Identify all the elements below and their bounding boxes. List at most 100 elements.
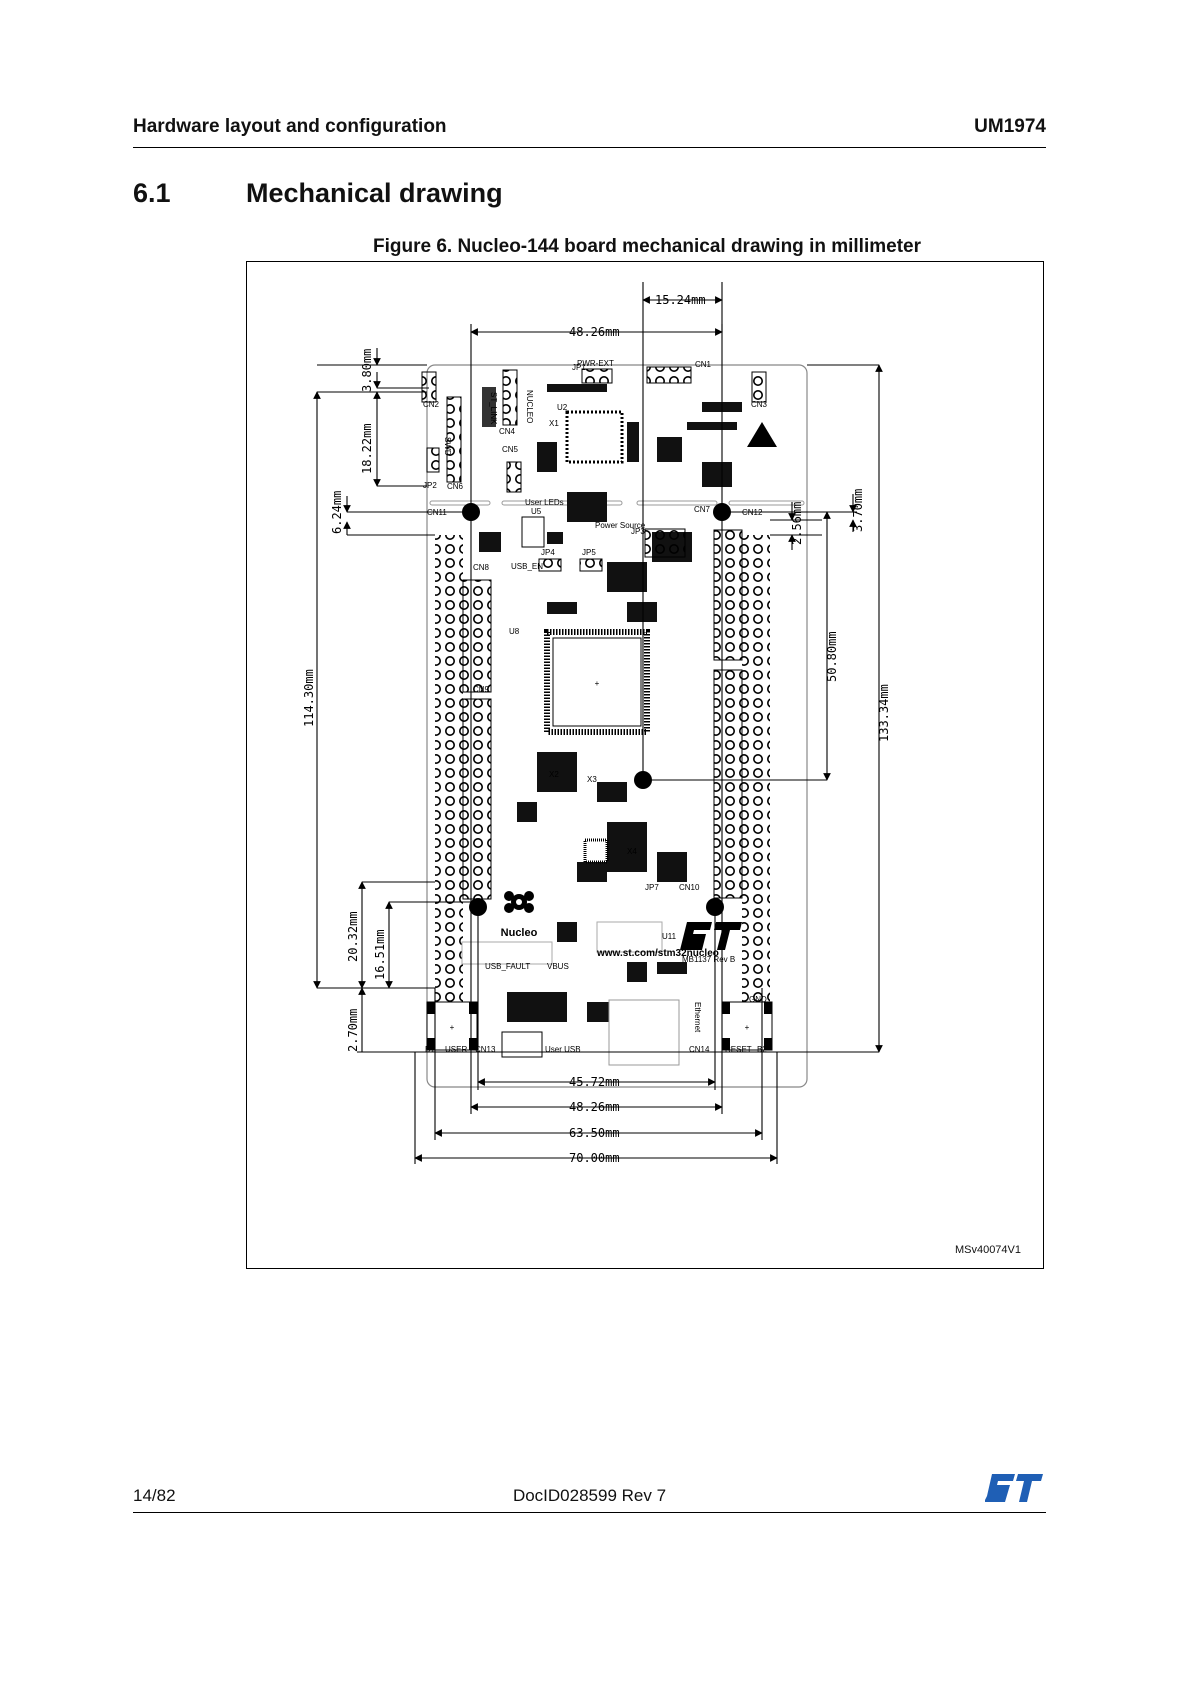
- pwr-ext-label: PWR-EXT: [577, 359, 614, 368]
- dim-70-00: 70.00mm: [569, 1151, 620, 1165]
- jp4-jumper: [538, 558, 562, 572]
- cn11-header: [435, 535, 463, 1011]
- vbus-label: VBUS: [547, 962, 569, 971]
- u2-stlink-mcu: [565, 410, 624, 464]
- footer-rule: [133, 1512, 1046, 1513]
- nucleo-logo-text: Nucleo: [501, 927, 538, 939]
- usb-fault-label: USB_FAULT: [485, 962, 530, 971]
- u8-label: U8: [509, 627, 520, 636]
- u11-label: U11: [662, 932, 677, 941]
- svg-text:+: +: [450, 1023, 455, 1032]
- jp2-jumper: [426, 447, 440, 473]
- svg-text:+: +: [745, 1023, 750, 1032]
- smd-components: [479, 384, 742, 1022]
- cn13-label: CN13: [475, 1045, 496, 1054]
- dim-114-30: 114.30mm: [302, 669, 316, 727]
- label-area: [596, 921, 663, 953]
- figure-caption: Figure 6. Nucleo-144 board mechanical dr…: [373, 236, 921, 257]
- cn3-connector: [751, 371, 767, 403]
- u9-chip: [583, 838, 609, 864]
- u5-regulator: [521, 516, 545, 548]
- usb-en-label: USB_EN: [511, 562, 543, 571]
- nucleo-silk-label: NUCLEO: [525, 390, 534, 423]
- cn6-swd-connector: [446, 396, 462, 483]
- gnd-label: GND: [749, 995, 767, 1004]
- user-button-label: USER: [445, 1045, 467, 1054]
- dim-133-34: 133.34mm: [877, 684, 891, 742]
- u5-label: U5: [531, 507, 542, 516]
- url-label: www.st.com/stm32nucleo: [596, 948, 719, 959]
- dim-45-72: 45.72mm: [569, 1075, 620, 1089]
- jp7-label: JP7: [645, 883, 659, 892]
- jp5-label: JP5: [582, 548, 596, 557]
- cn5-label: CN5: [502, 445, 519, 454]
- cn7-header: [713, 529, 743, 661]
- u2-label: U2: [557, 403, 568, 412]
- cn1-label: CN1: [695, 360, 712, 369]
- cn9-label: CN9: [473, 685, 490, 694]
- label-area: [461, 941, 553, 965]
- cn2-connector: [421, 371, 437, 403]
- cn4-label: CN4: [499, 427, 516, 436]
- jp3-power-source: [644, 528, 686, 558]
- figure-id: MSv40074V1: [954, 1244, 1021, 1256]
- dim-50-80: 50.80mm: [825, 631, 839, 682]
- header-rule: [133, 147, 1046, 148]
- breakoff-slot: [636, 500, 718, 506]
- dim-63-50: 63.50mm: [569, 1126, 620, 1140]
- cn7-label: CN7: [694, 505, 711, 514]
- cn3-label: CN3: [751, 400, 768, 409]
- st-link-leds: [482, 387, 496, 427]
- dim-2-70: 2.70mm: [346, 1009, 360, 1052]
- mb-rev-label: MB1137 Rev B: [682, 955, 735, 964]
- page-number: 14/82: [133, 1486, 176, 1505]
- x1-label: X1: [549, 419, 559, 428]
- dim-3-80: 3.80mm: [360, 349, 374, 392]
- st-logo-icon: [984, 1472, 1043, 1509]
- dim-2-56: 2.56mm: [790, 502, 804, 545]
- cn8-label: CN8: [473, 563, 490, 572]
- b2-reset-button: [721, 1001, 773, 1051]
- cn6-label: CN6: [447, 482, 464, 491]
- dim-3-70: 3.70mm: [851, 489, 865, 532]
- section-title: Mechanical drawing: [246, 178, 503, 208]
- user-leds-label: User LEDs: [525, 498, 564, 507]
- esd-warning-icon: [747, 422, 777, 447]
- breakoff-slot: [429, 500, 491, 506]
- svg-text:+: +: [595, 679, 600, 688]
- dim-20-32: 20.32mm: [346, 911, 360, 962]
- power-source-label: Power Source: [595, 521, 646, 530]
- cn13-usb: [501, 1031, 543, 1058]
- cn14-ethernet: [608, 999, 680, 1066]
- nucleo-logo: [504, 891, 534, 913]
- jp1-label: JP1: [572, 363, 586, 372]
- jp5-jumper: [579, 558, 603, 572]
- cn4-connector: [502, 369, 518, 426]
- dim-18-22: 18.22mm: [360, 423, 374, 474]
- x2-label: X2: [549, 770, 559, 779]
- ethernet-label: Ethernet: [693, 1002, 702, 1033]
- dim-6-24: 6.24mm: [330, 491, 344, 534]
- reset-button-label: RESET: [725, 1045, 752, 1054]
- section-number: 6.1: [133, 178, 171, 208]
- x4-label: X4: [627, 847, 637, 856]
- cn10-label: CN10: [679, 883, 700, 892]
- doc-id: DocID028599 Rev 7: [512, 1486, 667, 1505]
- cn14-label: CN14: [689, 1045, 710, 1054]
- u8-mcu-body: [552, 637, 642, 727]
- jp3-label: JP3: [631, 527, 645, 536]
- running-header-section: Hardware layout and configuration: [133, 116, 447, 137]
- cn1-usb: [646, 366, 692, 384]
- dim-16-51: 16.51mm: [373, 929, 387, 980]
- user-usb-label: User USB: [545, 1045, 581, 1054]
- breakoff-slot: [728, 500, 805, 506]
- b1-label: B1: [425, 1045, 435, 1054]
- jp1-jumper: [581, 368, 613, 384]
- jp4-label: JP4: [541, 548, 555, 557]
- dim-top-48-26: 48.26mm: [569, 325, 620, 339]
- mechanical-drawing: + Nucleo +: [302, 282, 891, 1165]
- st-link-label: ST_LINK: [489, 392, 498, 425]
- dim-bottom-48-26: 48.26mm: [569, 1100, 620, 1114]
- swd-label: SWD: [443, 437, 452, 456]
- x3-label: X3: [587, 775, 597, 784]
